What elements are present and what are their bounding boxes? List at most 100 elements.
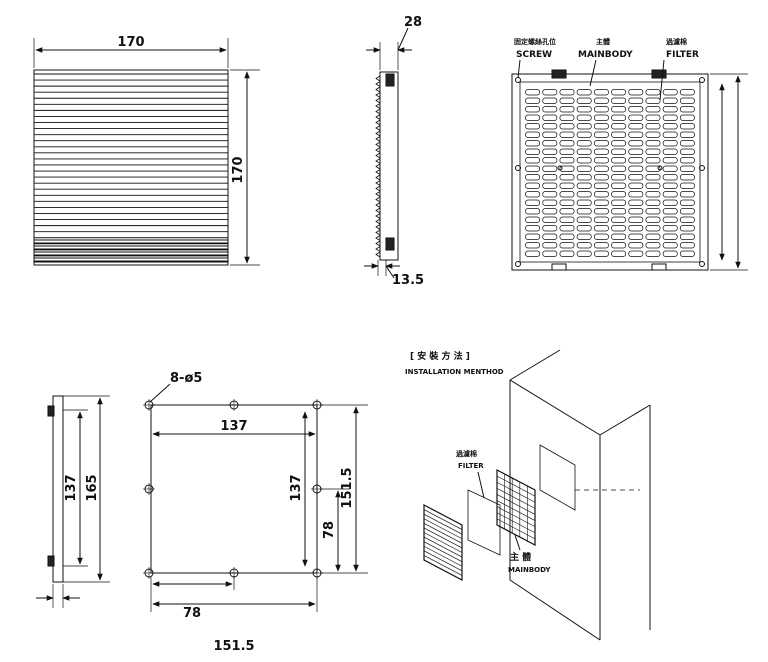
parts-slot — [559, 165, 575, 172]
parts-slot — [542, 174, 558, 181]
side-tooth — [375, 86, 381, 93]
parts-slot — [645, 216, 661, 223]
parts-outer-frame — [511, 73, 709, 271]
parts-slot — [611, 123, 627, 130]
parts-slot — [593, 216, 609, 223]
parts-slot — [628, 191, 644, 198]
parts-slot — [525, 131, 541, 138]
parts-slot — [662, 165, 678, 172]
parts-slot — [662, 250, 678, 257]
side-teeth — [375, 75, 381, 258]
install-grille-slats — [423, 509, 463, 576]
side-tooth — [375, 147, 381, 153]
parts-slot — [679, 225, 695, 232]
side-depth-leader — [397, 27, 409, 51]
parts-slot — [662, 191, 678, 198]
install-grille-slat — [423, 518, 463, 540]
parts-slot — [645, 174, 661, 181]
side-tooth — [375, 229, 381, 236]
parts-slot — [593, 123, 609, 130]
screw-leader — [517, 59, 521, 79]
parts-slot — [645, 89, 661, 96]
parts-slot — [576, 250, 592, 257]
side-thin-dim: 13.5 — [392, 273, 424, 288]
parts-slot — [542, 225, 558, 232]
parts-tab-bottom — [551, 263, 567, 271]
side-depth-dim: 28 — [404, 15, 422, 30]
parts-slot — [679, 216, 695, 223]
parts-slot — [542, 89, 558, 96]
parts-slot — [662, 140, 678, 147]
side-tooth — [375, 224, 381, 230]
cabinet-top-edge — [509, 349, 561, 381]
parts-view — [511, 59, 748, 271]
parts-slot — [611, 131, 627, 138]
install-grille-slat — [423, 532, 463, 553]
parts-slot — [645, 242, 661, 249]
side-thin-leader — [385, 265, 395, 279]
front-height-dim: 170 — [231, 156, 246, 183]
parts-slot — [662, 106, 678, 113]
parts-slot — [628, 250, 644, 257]
holes-dim: 8-ø5 — [170, 371, 202, 386]
parts-slot — [662, 225, 678, 232]
parts-screw-hole — [657, 165, 663, 171]
parts-slot — [611, 174, 627, 181]
cabinet-top-diag — [509, 379, 601, 436]
parts-slot — [576, 191, 592, 198]
side-tooth — [375, 163, 381, 170]
parts-slot — [611, 225, 627, 232]
parts-slot — [628, 123, 644, 130]
parts-slot — [679, 106, 695, 113]
parts-slot — [593, 225, 609, 232]
parts-slot — [525, 106, 541, 113]
parts-slot — [628, 233, 644, 240]
side-tooth — [375, 97, 381, 104]
screw-label-en: SCREW — [516, 50, 552, 60]
parts-slot — [525, 123, 541, 130]
parts-slot — [525, 165, 541, 172]
mainbody-label-en: MAINBODY — [578, 50, 633, 60]
parts-slot — [559, 199, 575, 206]
install-grid-line — [496, 475, 536, 497]
parts-slot — [679, 199, 695, 206]
parts-slot — [662, 174, 678, 181]
parts-slot — [593, 174, 609, 181]
parts-slot — [628, 114, 644, 121]
parts-screw-hole — [515, 77, 521, 83]
parts-slot — [525, 191, 541, 198]
parts-slot — [542, 242, 558, 249]
install-mainbody-cn: 主 體 — [510, 551, 531, 563]
parts-tab-right — [651, 69, 667, 79]
parts-slot — [645, 131, 661, 138]
mainbody-label-cn: 主體 — [596, 37, 610, 46]
parts-slot — [628, 89, 644, 96]
cutout-top-dim: 137 — [220, 419, 247, 434]
parts-slot — [559, 114, 575, 121]
parts-slot — [542, 182, 558, 189]
parts-slot — [559, 106, 575, 113]
parts-slot — [576, 123, 592, 130]
parts-slot — [628, 242, 644, 249]
side-tooth — [375, 196, 381, 203]
parts-slot — [542, 165, 558, 172]
install-filter-leader — [477, 471, 485, 499]
parts-slot — [611, 233, 627, 240]
parts-slot — [559, 123, 575, 130]
side-tooth — [375, 218, 381, 225]
parts-slot — [542, 199, 558, 206]
parts-slot — [576, 140, 592, 147]
parts-slot — [593, 233, 609, 240]
parts-slot — [525, 233, 541, 240]
parts-slot — [611, 89, 627, 96]
parts-slot — [542, 216, 558, 223]
parts-slot — [542, 114, 558, 121]
parts-slot — [679, 114, 695, 121]
parts-slot — [611, 208, 627, 215]
parts-slot — [611, 114, 627, 121]
cabinet-cutout — [539, 444, 576, 511]
parts-slot — [593, 131, 609, 138]
install-grille-slat — [423, 513, 463, 535]
parts-slot — [628, 182, 644, 189]
parts-slot — [576, 131, 592, 138]
